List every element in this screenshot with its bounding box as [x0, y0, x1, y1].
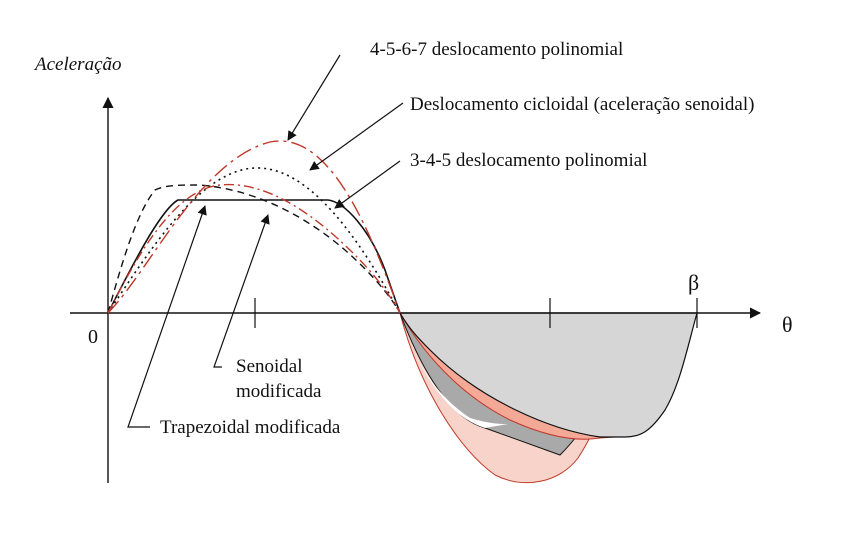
- modified-trapezoid-leader: [127, 205, 207, 428]
- x-axis-label: θ: [782, 312, 793, 337]
- origin-label: 0: [88, 326, 98, 348]
- y-axis-label: Aceleração: [33, 54, 122, 75]
- poly4567-leader: [287, 54, 341, 141]
- modified-trapezoid-label: Trapezoidal modificada: [160, 417, 341, 438]
- negative-gap: [405, 330, 508, 428]
- modified-sine-label-line1: Senoidal: [236, 356, 303, 377]
- cycloidal-curve: [107, 167, 401, 314]
- cycloidal-label: Deslocamento cicloidal (aceleração senoi…: [410, 94, 754, 115]
- beta-label: β: [688, 270, 699, 295]
- cycloidal-leader: [309, 102, 404, 171]
- modified-trapezoid-negative-lobe: [398, 312, 698, 438]
- modified-sine-label-line2: modificada: [236, 381, 322, 402]
- poly345-curve: [107, 183, 401, 314]
- poly4567-label: 4-5-6-7 deslocamento polinomial: [370, 39, 623, 60]
- poly345-label: 3-4-5 deslocamento polinomial: [410, 150, 647, 171]
- modified-sine-curve: [107, 184, 401, 314]
- poly4567-curve: [107, 140, 401, 314]
- poly345-leader: [334, 160, 401, 209]
- modified-sine-leader: [213, 214, 270, 368]
